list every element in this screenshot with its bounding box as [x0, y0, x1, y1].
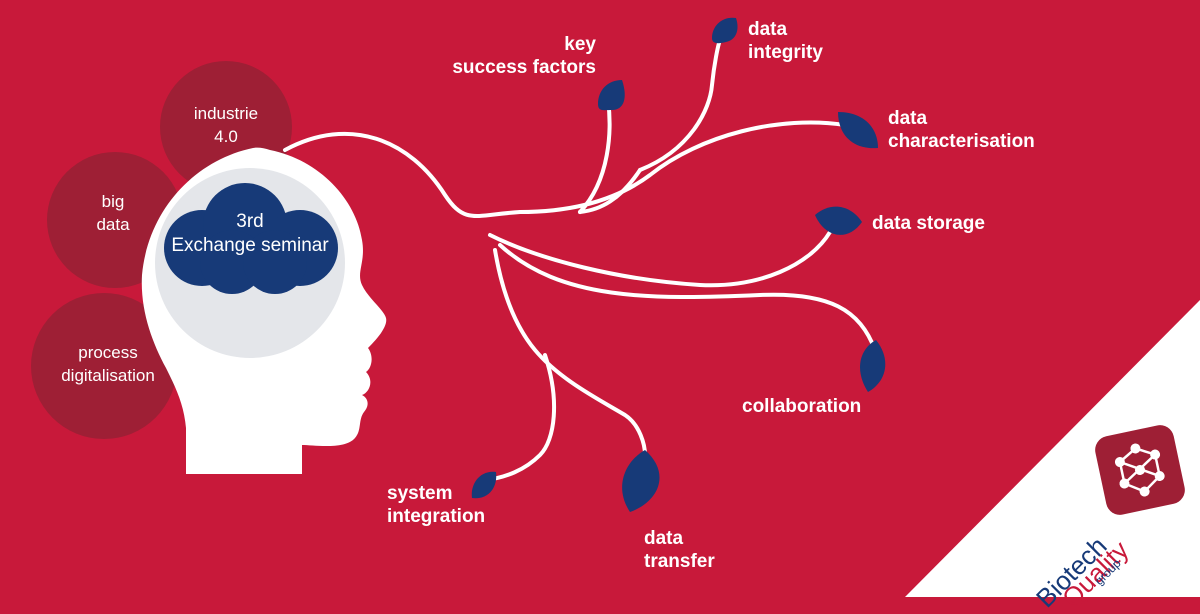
cloud-shape	[164, 183, 338, 294]
label-collaboration: collaboration	[742, 396, 862, 417]
label-data-storage: data storage	[872, 213, 985, 234]
bubble-process	[31, 293, 177, 439]
branch-lines	[283, 38, 877, 482]
diagram-canvas	[31, 17, 1200, 597]
corner-panel	[905, 300, 1200, 597]
molecule-icon	[1095, 425, 1185, 515]
leaves	[471, 17, 886, 512]
